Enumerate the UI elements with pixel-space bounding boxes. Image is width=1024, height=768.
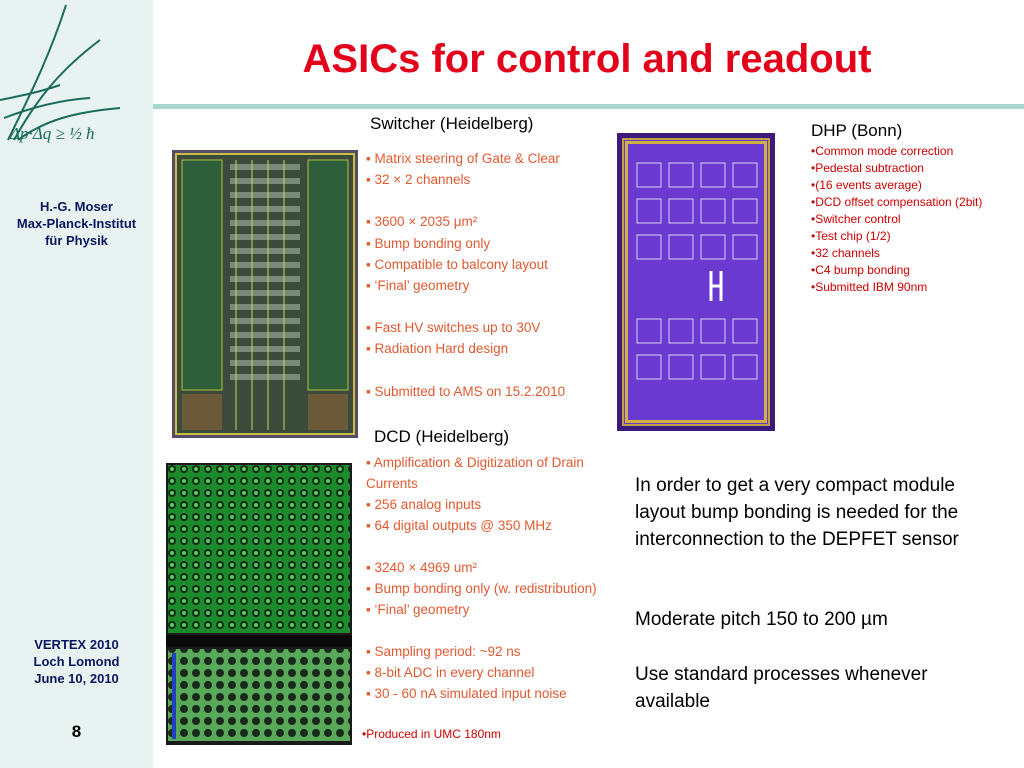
author-name: H.-G. Moser xyxy=(40,199,113,214)
dcd-production-note: •Produced in UMC 180nm xyxy=(362,727,501,741)
list-item xyxy=(366,296,616,317)
list-item: •Submitted IBM 90nm xyxy=(811,280,928,294)
event-location: Loch Lomond xyxy=(33,654,120,669)
page-number: 8 xyxy=(71,722,82,741)
list-item: ▪ ‘Final’ geometry xyxy=(366,602,470,617)
list-item xyxy=(366,360,616,381)
list-item: ▪ Radiation Hard design xyxy=(366,341,509,357)
list-item xyxy=(366,620,616,641)
body-text-block: In order to get a very compact module la… xyxy=(635,472,965,553)
svg-text:Δp·Δq ≥ ½ ħ: Δp·Δq ≥ ½ ħ xyxy=(9,124,95,143)
dhp-spec-list: •Common mode correction •Pedestal subtra… xyxy=(811,143,1023,296)
list-item: ▪ 256 analog inputs xyxy=(366,497,482,512)
list-item: ▪ 3240 × 4969 um² xyxy=(366,560,477,575)
list-item: ▪ 30 - 60 nA simulated input noise xyxy=(366,686,567,701)
event-block: VERTEX 2010 Loch Lomond June 10, 2010 xyxy=(0,636,153,687)
switcher-chip-image xyxy=(172,150,358,438)
body-paragraph-processes: Use standard processes whenever availabl… xyxy=(635,664,928,712)
list-item: ▪ 3600 × 2035 μm² xyxy=(366,214,478,230)
event-name: VERTEX 2010 xyxy=(34,637,119,652)
dhp-chip-image xyxy=(617,133,775,431)
list-item: •C4 bump bonding xyxy=(811,263,910,277)
list-item: •Common mode correction xyxy=(811,144,954,158)
list-item: ▪ Bump bonding only xyxy=(366,235,491,251)
list-item: •32 channels xyxy=(811,246,880,260)
list-item: •Test chip (1/2) xyxy=(811,229,891,243)
institute-logo-icon: Δp·Δq ≥ ½ ħ xyxy=(0,4,121,143)
list-item: ▪ Bump bonding only (w. redistribution) xyxy=(366,581,597,596)
dhp-caption: DHP (Bonn) xyxy=(811,121,903,140)
title-divider xyxy=(153,104,1024,109)
slide-title: ASICs for control and readout xyxy=(302,37,872,81)
sidebar: Δp·Δq ≥ ½ ħ H.-G. Moser Max-Planck-Insti… xyxy=(0,0,153,768)
list-item: •DCD offset compensation (2bit) xyxy=(811,195,983,209)
list-item: ▪ Sampling period: ~92 ns xyxy=(366,644,521,659)
body-text-processes: Use standard processes whenever availabl… xyxy=(635,661,965,715)
dcd-spec-list: ▪ Amplification & Digitization of Drain … xyxy=(366,452,616,704)
list-item xyxy=(366,536,616,557)
list-item: ▪ Matrix steering of Gate & Clear xyxy=(366,151,560,166)
list-item: ▪ Amplification & Digitization of Drain … xyxy=(366,455,584,491)
author-affiliation-1: Max-Planck-Institut xyxy=(16,216,137,231)
list-item xyxy=(366,190,616,211)
list-item: ▪ Fast HV switches up to 30V xyxy=(366,320,541,336)
event-date: June 10, 2010 xyxy=(34,671,119,686)
list-item: ▪ 32 × 2 channels xyxy=(366,172,471,188)
list-item: •(16 events average) xyxy=(811,178,922,192)
list-item: ▪ Submitted to AMS on 15.2.2010 xyxy=(366,383,566,399)
list-item: ▪ 8-bit ADC in every channel xyxy=(366,665,535,680)
body-paragraph-pitch: Moderate pitch 150 to 200 µm xyxy=(635,609,888,630)
list-item: ▪ Compatible to balcony layout xyxy=(366,256,548,272)
dcd-chip-image xyxy=(166,463,352,745)
list-item: •Switcher control xyxy=(811,212,901,226)
dcd-caption: DCD (Heidelberg) xyxy=(374,427,510,446)
author-affiliation-2: für Physik xyxy=(45,233,108,248)
switcher-spec-list: ▪ Matrix steering of Gate & Clear ▪ 32 ×… xyxy=(366,148,616,402)
body-paragraph-bump-bonding: In order to get a very compact module la… xyxy=(635,475,959,550)
list-item: ▪ ‘Final’ geometry xyxy=(366,278,470,294)
list-item: •Pedestal subtraction xyxy=(811,161,924,175)
list-item: ▪ 64 digital outputs @ 350 MHz xyxy=(366,518,552,533)
author-block: H.-G. Moser Max-Planck-Institut für Phys… xyxy=(0,198,153,249)
switcher-caption: Switcher (Heidelberg) xyxy=(370,114,534,133)
body-text-pitch: Moderate pitch 150 to 200 µm xyxy=(635,606,965,633)
